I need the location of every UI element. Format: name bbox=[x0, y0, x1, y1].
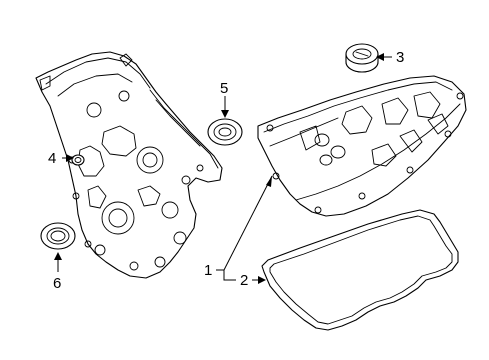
callout-1: 1 bbox=[204, 262, 212, 279]
oil-cap-part-3 bbox=[345, 43, 379, 73]
callout-5: 5 bbox=[220, 80, 228, 97]
callout-4: 4 bbox=[48, 150, 56, 167]
plug-part-4 bbox=[71, 154, 85, 166]
valve-cover bbox=[257, 75, 467, 217]
callout-6: 6 bbox=[53, 275, 61, 292]
seal-part-5 bbox=[207, 118, 243, 146]
callout-3: 3 bbox=[396, 49, 404, 66]
timing-cover bbox=[35, 51, 223, 279]
leader-lines bbox=[54, 53, 392, 284]
callout-2: 2 bbox=[240, 272, 248, 289]
front-seal-part-6 bbox=[40, 222, 76, 250]
valve-cover-gasket-part-2 bbox=[261, 209, 459, 331]
